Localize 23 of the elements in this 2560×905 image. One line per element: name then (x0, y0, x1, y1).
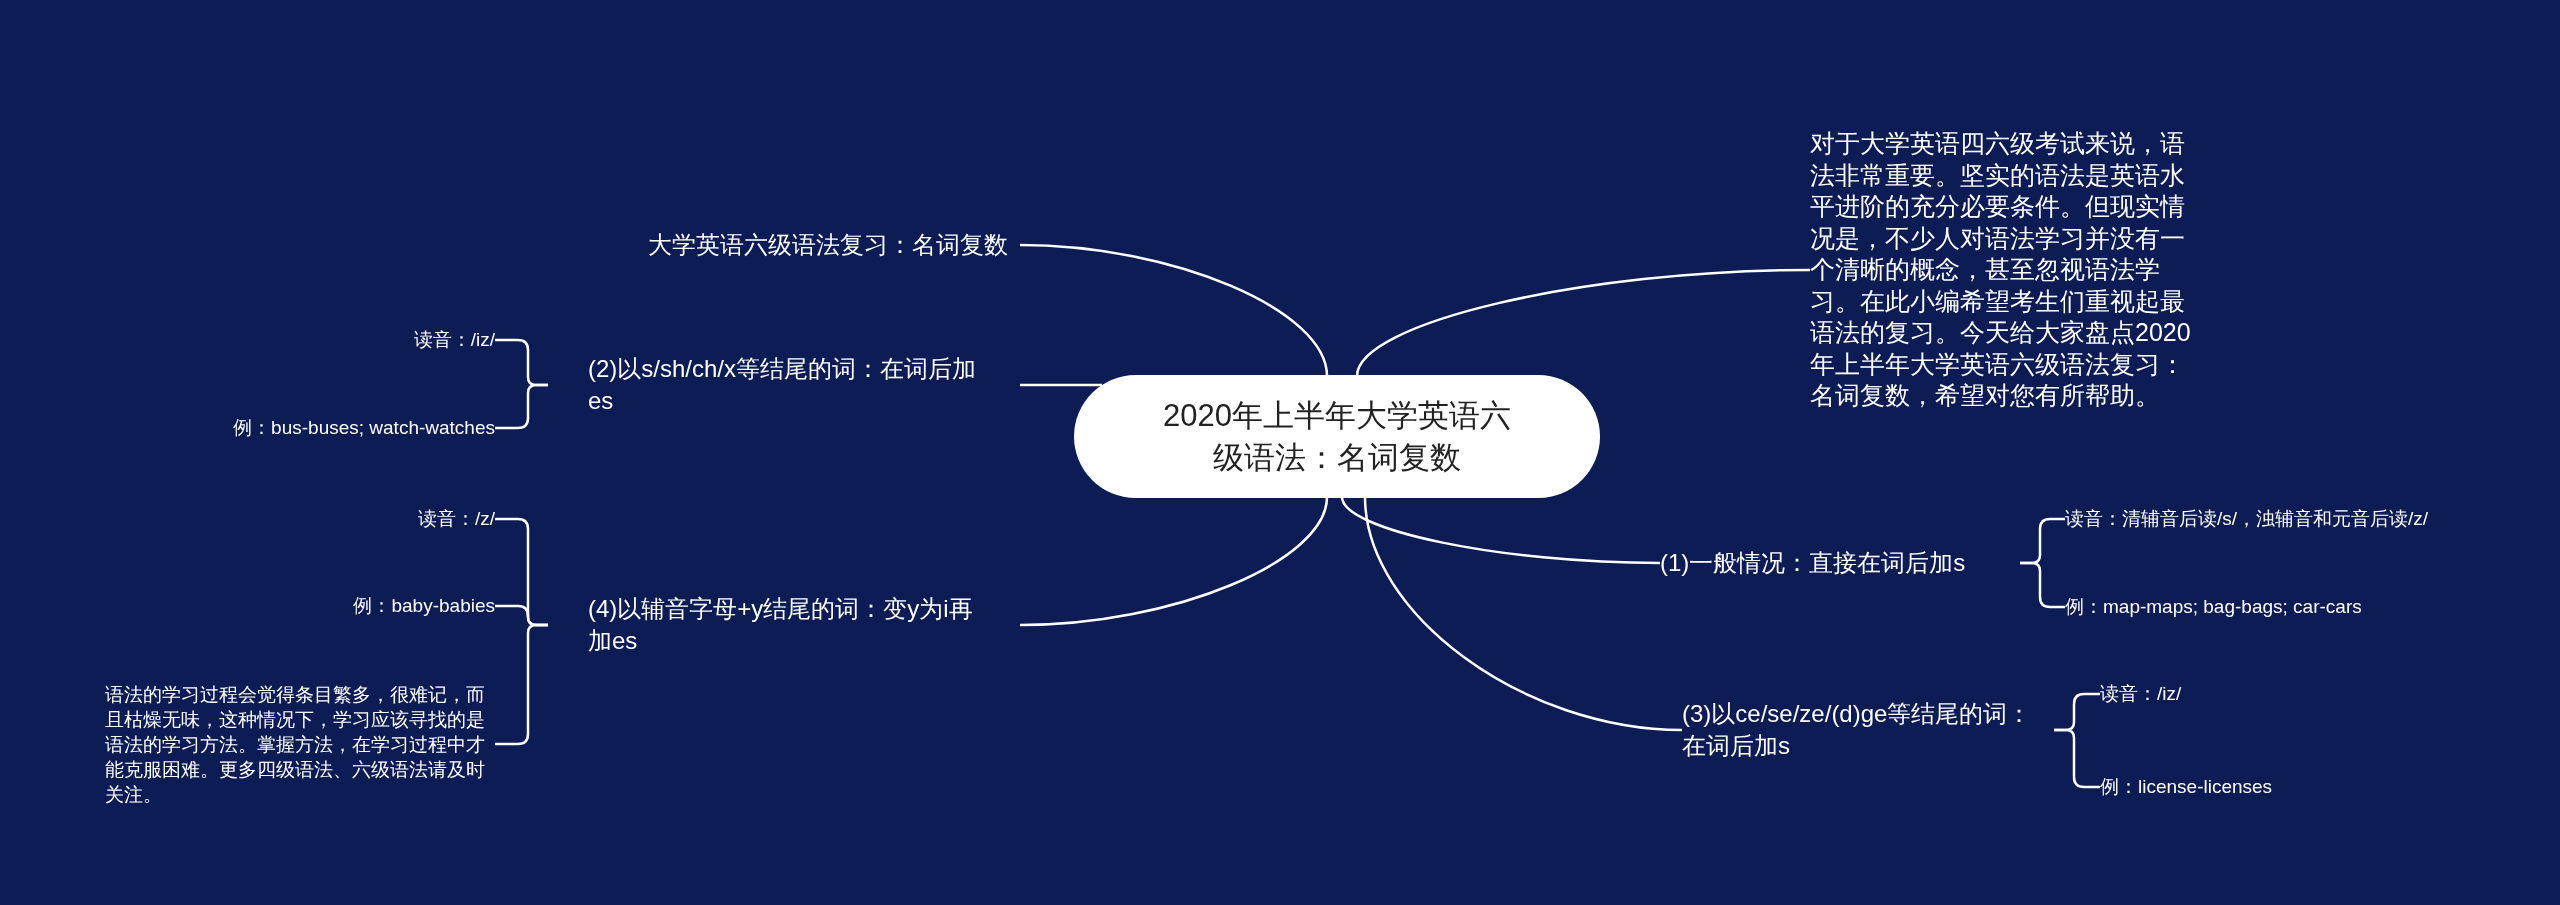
branch-label: (4)以辅音字母+y结尾的词：变y为i再加es (548, 592, 1020, 658)
leaf-label: 例：license-licenses (2100, 772, 2380, 802)
connector-line (2020, 561, 2065, 609)
branch-label: (3)以ce/se/ze/(d)ge等结尾的词：在词后加s (1682, 697, 2054, 763)
connector-line (1363, 496, 1683, 732)
note-paragraph: 语法的学习过程会觉得条目繁多，很难记，而且枯燥无味，这种情况下，学习应该寻找的是语法的学习方法。掌握方法，在学习过程中才能克服困难。更多四级语法、六级语法请及时关注。 (105, 676, 495, 812)
leaf-label: 例：bus-buses; watch-watches (130, 413, 495, 443)
intro-paragraph: 对于大学英语四六级考试来说，语法非常重要。坚实的语法是英语水平进阶的充分必要条件。但现实情况是，不少人对语法学习并没有一个清晰的概念，甚至忽视语法学习。在此小编希望考生们重视起最语法的复习。今天给大家盘点2020年上半年大学英语六级语法复习：名词复数，希望对您有所帮助。 (1810, 95, 2205, 445)
leaf-label: 读音：/iz/ (300, 325, 495, 355)
leaf-label: 例：map-maps; bag-bags; car-cars (2065, 592, 2445, 622)
connector-line (1019, 243, 1329, 377)
connector-line (1340, 496, 1661, 565)
branch-label: 大学英语六级语法复习：名词复数 (600, 225, 1020, 265)
leaf-label: 例：baby-babies (200, 591, 495, 621)
connector-line (1020, 383, 1102, 387)
connector-line (1355, 268, 1811, 377)
branch-label: (2)以s/sh/ch/x等结尾的词：在词后加es (548, 350, 1020, 420)
leaf-label: 读音：/z/ (300, 504, 495, 534)
branch-label: (1)一般情况：直接在词后加s (1660, 545, 2020, 581)
leaf-label: 读音：/iz/ (2100, 679, 2280, 709)
topic-pill: 2020年上半年大学英语六级语法：名词复数 (1074, 375, 1600, 498)
connector-line (1019, 496, 1329, 627)
leaf-label: 读音：清辅音后读/s/，浊辅音和元音后读/z/ (2065, 504, 2505, 534)
